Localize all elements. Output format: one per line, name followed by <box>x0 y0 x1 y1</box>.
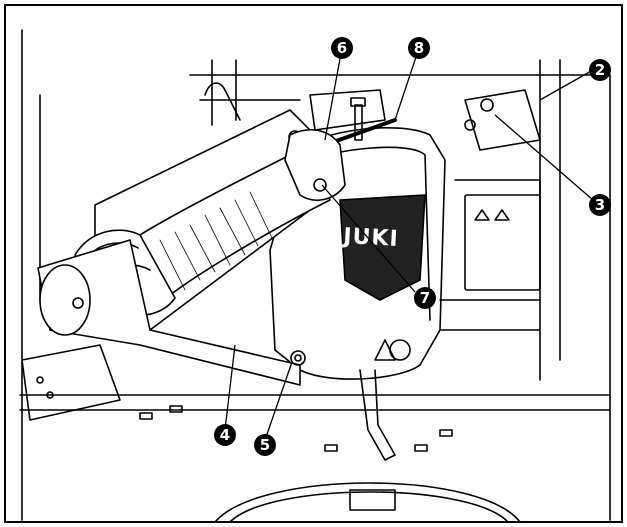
svg-text:5: 5 <box>260 436 270 454</box>
pipe <box>204 82 241 121</box>
svg-text:2: 2 <box>595 61 605 79</box>
leader-lines <box>224 47 594 441</box>
machine-head <box>269 126 446 380</box>
screw-5 <box>290 350 306 366</box>
svg-text:3: 3 <box>595 196 605 214</box>
callout-3: 3 <box>589 194 611 216</box>
control-box <box>464 194 541 291</box>
svg-text:4: 4 <box>220 426 230 444</box>
callout-5: 5 <box>254 434 276 456</box>
brand-logo: JUKI <box>341 224 400 252</box>
callout-6: 6 <box>331 37 353 59</box>
svg-text:8: 8 <box>414 39 424 57</box>
bed-arc <box>214 482 521 523</box>
callout-8: 8 <box>408 37 430 59</box>
presser-foot <box>359 369 396 461</box>
callout-7: 7 <box>414 287 436 309</box>
logo-plate <box>339 194 426 301</box>
svg-text:7: 7 <box>420 289 430 307</box>
right-bracket <box>464 89 541 151</box>
callout-4: 4 <box>214 424 236 446</box>
top-bracket <box>309 89 386 131</box>
thread-spool <box>139 149 331 296</box>
table-edge <box>21 344 121 421</box>
svg-text:6: 6 <box>337 39 347 57</box>
callout-2: 2 <box>589 59 611 81</box>
spool-holder <box>284 129 346 201</box>
